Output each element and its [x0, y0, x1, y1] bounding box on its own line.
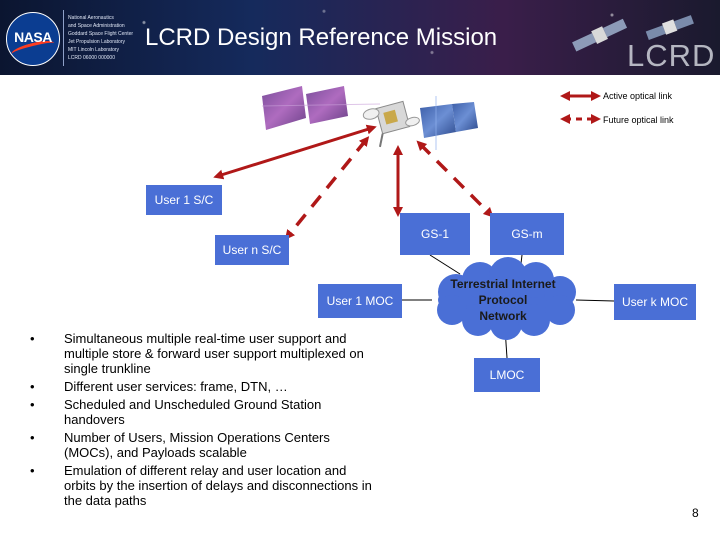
network-label: Terrestrial Internet Protocol Network [430, 276, 576, 324]
org-line: Jet Propulsion Laboratory [68, 39, 125, 45]
header-satellites-icon [572, 15, 694, 52]
bullet-line: (MOCs), and Payloads scalable [64, 445, 247, 460]
future-link-gsm [416, 140, 494, 218]
bullet-line: Number of Users, Mission Operations Cent… [64, 430, 330, 445]
connector-gs1-network [429, 254, 461, 275]
bullet-line: multiple store & forward user support mu… [64, 346, 364, 361]
bullet-line: orbits by the insertion of delays and di… [64, 478, 372, 493]
network-label-line: Network [479, 309, 527, 323]
slide-title: LCRD Design Reference Mission [145, 24, 498, 51]
user-k-moc: User k MOC [614, 284, 696, 320]
nasa-logo-text: NASA [14, 29, 52, 45]
bullet-marker: • [30, 463, 35, 478]
user-n-spacecraft: User n S/C [215, 235, 289, 265]
bullet-marker: • [30, 379, 35, 394]
bullet-marker: • [30, 397, 35, 412]
logo-divider [63, 10, 64, 66]
bullet-line: Different user services: frame, DTN, … [64, 379, 288, 394]
terrestrial-network-cloud [437, 257, 576, 340]
future-link-usern-sc [284, 136, 370, 240]
ground-station-m: GS-m [490, 213, 564, 255]
bullet-marker: • [30, 331, 35, 346]
bullet-item: • Simultaneous multiple real-time user s… [30, 331, 430, 376]
bullet-item: • Different user services: frame, DTN, … [30, 379, 430, 394]
org-line: LCRD 06000 000000 [68, 55, 115, 61]
network-label-line: Terrestrial Internet [450, 277, 556, 291]
page-number: 8 [692, 506, 699, 520]
connector-network-userkmoc [575, 299, 615, 302]
relay-satellite-icon [261, 86, 478, 150]
bullet-item: • Number of Users, Mission Operations Ce… [30, 430, 430, 460]
org-line: National Aeronautics [68, 15, 114, 21]
user-1-moc: User 1 MOC [318, 284, 402, 318]
organization-lines: National Aeronautics and Space Administr… [68, 14, 146, 62]
bullet-line: Scheduled and Unscheduled Ground Station [64, 397, 322, 412]
ground-station-1: GS-1 [400, 213, 470, 255]
bullet-marker: • [30, 430, 35, 445]
title-banner: NASA National Aeronautics and Space Admi… [0, 0, 720, 75]
bullet-line: Simultaneous multiple real-time user sup… [64, 331, 347, 346]
legend-active-label: Active optical link [603, 91, 673, 101]
org-line: and Space Administration [68, 23, 125, 29]
bullet-line: handovers [64, 412, 125, 427]
nasa-logo: NASA [6, 12, 60, 66]
bullet-line: the data paths [64, 493, 147, 508]
org-line: Goddard Space Flight Center [68, 31, 134, 37]
active-link-user1-sc [213, 124, 377, 180]
bullet-line: Emulation of different relay and user lo… [64, 463, 347, 478]
feature-bullet-list: • Simultaneous multiple real-time user s… [30, 331, 430, 511]
bullet-item: • Scheduled and Unscheduled Ground Stati… [30, 397, 430, 427]
lcrd-watermark: LCRD [627, 38, 716, 73]
bullet-item: • Emulation of different relay and user … [30, 463, 430, 508]
user-1-spacecraft: User 1 S/C [146, 185, 222, 215]
org-line: MIT Lincoln Laboratory [68, 47, 120, 53]
bullet-line: single trunkline [64, 361, 151, 376]
lmoc: LMOC [474, 358, 540, 392]
network-label-line: Protocol [478, 293, 528, 307]
legend-future-label: Future optical link [603, 115, 674, 125]
